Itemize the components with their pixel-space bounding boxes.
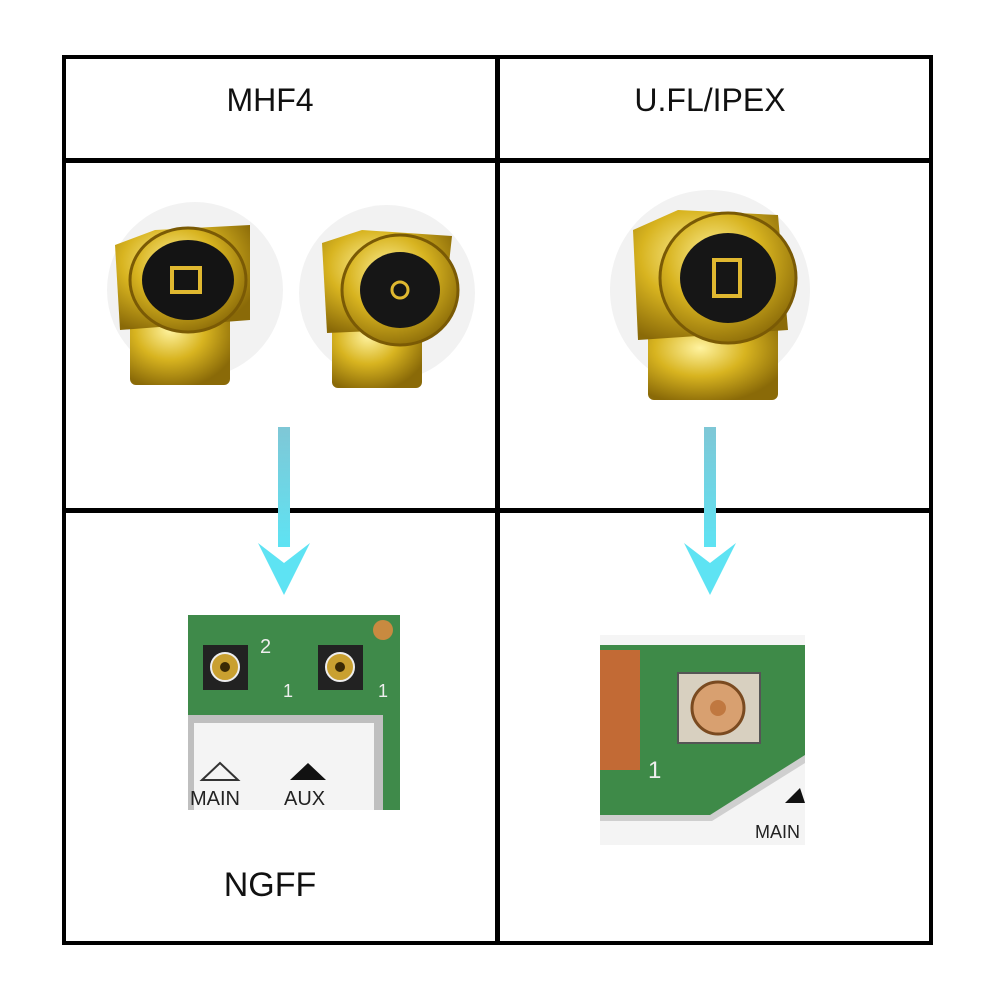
socket-aux <box>318 645 363 690</box>
ufl-connector-photo <box>610 190 810 400</box>
mhf4-connector-photo-1 <box>107 202 283 385</box>
ufl-board-main-label: MAIN <box>755 822 800 842</box>
label-ngff: NGFF <box>223 866 317 904</box>
ufl-board-label-1: 1 <box>648 757 661 784</box>
board-main-label: MAIN <box>190 788 240 810</box>
arrow-down-right <box>684 427 736 595</box>
board-label-1a: 1 <box>283 681 293 701</box>
arrow-down-left <box>258 427 310 595</box>
ngff-board-photo: 2 1 1 MAIN AUX <box>188 615 400 810</box>
header-ufl-ipex: U.FL/IPEX <box>634 82 786 118</box>
table-header-divider <box>62 158 933 163</box>
table-row-divider <box>62 508 933 513</box>
board-aux-label: AUX <box>284 788 325 810</box>
board-label-2: 2 <box>260 636 271 658</box>
socket-main <box>203 645 248 690</box>
table-vertical-divider <box>495 55 500 945</box>
ufl-board-photo: 1 MAIN <box>600 635 805 845</box>
ufl-socket <box>677 672 761 744</box>
header-mhf4: MHF4 <box>226 82 314 118</box>
board-label-1b: 1 <box>378 681 388 701</box>
mhf4-connector-photo-2 <box>299 205 475 388</box>
